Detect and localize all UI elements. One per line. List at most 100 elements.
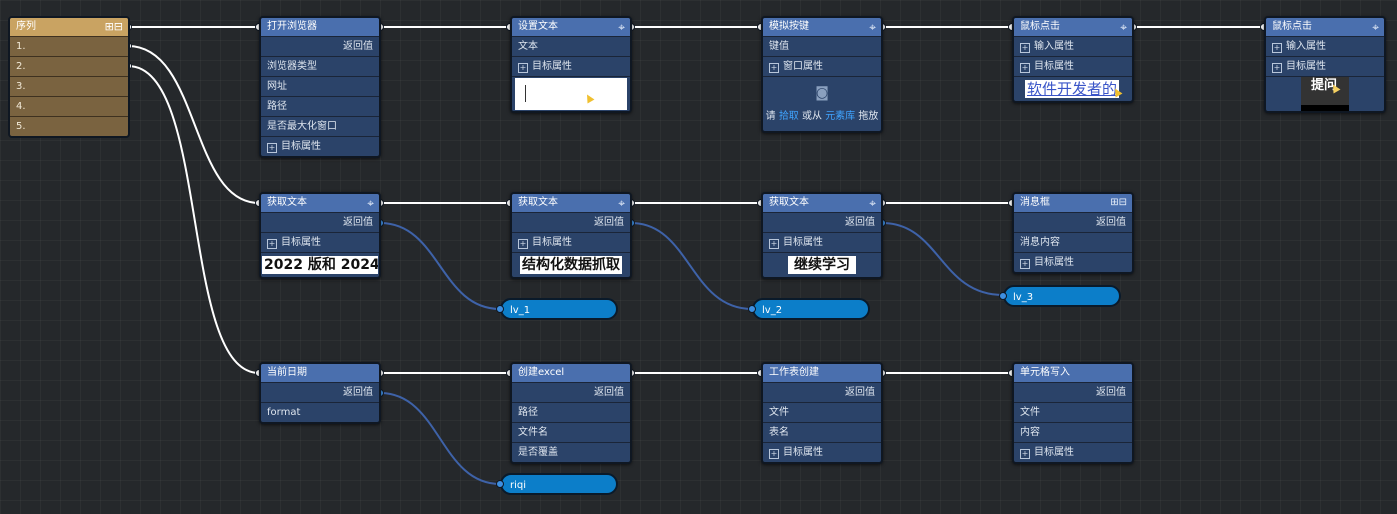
expand-icon[interactable]: + (1020, 63, 1030, 73)
param-row[interactable]: 浏览器类型 (261, 56, 379, 76)
target-attr-row[interactable]: +目标属性 (512, 56, 630, 76)
target-attr-label: 目标属性 (532, 237, 572, 248)
preview-text: 提问 (1310, 78, 1337, 93)
element-library-link[interactable]: 元素库 (825, 111, 856, 122)
node-header[interactable]: 获取文本⌖ (763, 194, 881, 212)
node-header[interactable]: 获取文本⌖ (261, 194, 379, 212)
param-row[interactable]: 路径 (261, 96, 379, 116)
target-attr-row[interactable]: +目标属性 (261, 232, 379, 252)
target-attr-row[interactable]: + 目标属性 (1014, 56, 1132, 76)
expand-icon[interactable]: + (769, 449, 779, 459)
mouse-click-node[interactable]: 鼠标点击⌖ +输入属性 +目标属性 软件开发者的 (1012, 16, 1134, 103)
param-row[interactable]: 网址 (261, 76, 379, 96)
sequence-item[interactable]: 4. (10, 96, 128, 116)
crosshair-icon[interactable]: ⌖ (618, 20, 625, 34)
param-row[interactable]: 内容 (1014, 422, 1132, 442)
param-row[interactable]: 文件 (1014, 402, 1132, 422)
node-header[interactable]: 工作表创建 (763, 364, 881, 382)
crosshair-icon[interactable]: ⌖ (1372, 20, 1379, 34)
param-row[interactable]: 文本 (512, 36, 630, 56)
target-attr-row[interactable]: +目标属性 (763, 232, 881, 252)
crosshair-icon[interactable]: ⌖ (869, 196, 876, 210)
sequence-item[interactable]: 5. (10, 116, 128, 136)
expand-icon[interactable]: + (518, 63, 528, 73)
node-header[interactable]: 鼠标点击⌖ (1266, 18, 1384, 36)
expand-icon[interactable]: + (1020, 449, 1030, 459)
param-row[interactable]: 消息内容 (1014, 232, 1132, 252)
pick-link[interactable]: 拾取 (778, 111, 799, 122)
input-attr-label: 输入属性 (1286, 41, 1326, 52)
target-attr-row[interactable]: +目标属性 (1266, 56, 1384, 76)
expand-icon[interactable]: + (1020, 43, 1030, 53)
node-title: 单元格写入 (1020, 367, 1070, 378)
open-browser-node[interactable]: 打开浏览器 返回值 浏览器类型 网址 路径 是否最大化窗口 +目标属性 (259, 16, 381, 158)
param-row[interactable]: 是否最大化窗口 (261, 116, 379, 136)
message-box-node[interactable]: 消息框⊞⊟ 返回值 消息内容 +目标属性 (1012, 192, 1134, 274)
variable-lv-1[interactable]: lv_1 (500, 298, 618, 320)
target-attr-label: 目标属性 (1034, 61, 1074, 72)
target-attr-row[interactable]: + 目标属性 (512, 232, 630, 252)
node-header[interactable]: 消息框⊞⊟ (1014, 194, 1132, 212)
sequence-node[interactable]: 序列 ⊞⊟ 1. 2. 3. 4. 5. (8, 16, 130, 138)
create-excel-node[interactable]: 创建excel 返回值 路径 文件名 是否覆盖 (510, 362, 632, 464)
node-header[interactable]: 单元格写入 (1014, 364, 1132, 382)
expand-icon[interactable]: + (267, 239, 277, 249)
node-header[interactable]: 获取文本⌖ (512, 194, 630, 212)
expand-icon[interactable]: + (1020, 259, 1030, 269)
crosshair-icon[interactable]: ⌖ (1120, 20, 1127, 34)
node-header[interactable]: 模拟按键⌖ (763, 18, 881, 36)
param-row[interactable]: 是否覆盖 (512, 442, 630, 462)
target-attr-row[interactable]: +目标属性 (763, 442, 881, 462)
target-attr-row[interactable]: +目标属性 (1014, 442, 1132, 462)
cell-write-node[interactable]: 单元格写入 返回值 文件 内容 +目标属性 (1012, 362, 1134, 464)
variable-lv-3[interactable]: lv_3 (1003, 285, 1121, 307)
data-wire (379, 392, 501, 485)
param-row[interactable]: 键值 (763, 36, 881, 56)
target-attr-row[interactable]: +目标属性 (1014, 252, 1132, 272)
return-value-row: 返回值 (261, 382, 379, 402)
get-text-node[interactable]: 获取文本⌖ 返回值 +目标属性 继续学习 (761, 192, 883, 279)
expand-icon[interactable]: + (267, 143, 277, 153)
crosshair-icon[interactable]: ⌖ (367, 196, 374, 210)
param-row[interactable]: format (261, 402, 379, 422)
expand-icon[interactable]: + (769, 63, 779, 73)
expand-icon[interactable]: + (769, 239, 779, 249)
param-row[interactable]: 文件名 (512, 422, 630, 442)
set-text-node[interactable]: 设置文本⌖ 文本 +目标属性 (510, 16, 632, 113)
current-date-node[interactable]: 当前日期 返回值 format (259, 362, 381, 424)
camera-icon[interactable]: ◙ (815, 85, 829, 101)
crosshair-icon[interactable]: ⌖ (869, 20, 876, 34)
sequence-item[interactable]: 1. (10, 36, 128, 56)
sequence-item[interactable]: 2. (10, 56, 128, 76)
mouse-click-node[interactable]: 鼠标点击⌖ + 输入属性 +目标属性 提问 (1264, 16, 1386, 113)
create-sheet-node[interactable]: 工作表创建 返回值 文件 表名 +目标属性 (761, 362, 883, 464)
node-title: 创建excel (518, 367, 565, 378)
input-attr-row[interactable]: +输入属性 (1014, 36, 1132, 56)
return-value-row: 返回值 (261, 36, 379, 56)
node-header[interactable]: 设置文本⌖ (512, 18, 630, 36)
expand-collapse-icon[interactable]: ⊞⊟ (104, 20, 123, 33)
node-header[interactable]: 鼠标点击⌖ (1014, 18, 1132, 36)
get-text-node[interactable]: 获取文本⌖ 返回值 +目标属性 2022 版和 2024 (259, 192, 381, 279)
node-header[interactable]: 创建excel (512, 364, 630, 382)
expand-icon[interactable]: + (1272, 63, 1282, 73)
param-row[interactable]: 表名 (763, 422, 881, 442)
variable-riqi[interactable]: riqi (500, 473, 618, 495)
node-header[interactable]: 当前日期 (261, 364, 379, 382)
window-attr-row[interactable]: +窗口属性 (763, 56, 881, 76)
target-attr-row[interactable]: +目标属性 (261, 136, 379, 156)
param-row[interactable]: 路径 (512, 402, 630, 422)
sequence-header[interactable]: 序列 ⊞⊟ (10, 18, 128, 36)
expand-collapse-icon[interactable]: ⊞⊟ (1110, 197, 1127, 208)
node-header[interactable]: 打开浏览器 (261, 18, 379, 36)
sequence-item[interactable]: 3. (10, 76, 128, 96)
expand-icon[interactable]: + (1272, 43, 1282, 53)
variable-lv-2[interactable]: lv_2 (752, 298, 870, 320)
param-row[interactable]: 文件 (763, 402, 881, 422)
expand-icon[interactable]: + (518, 239, 528, 249)
input-attr-row[interactable]: + 输入属性 (1266, 36, 1384, 56)
simulate-key-node[interactable]: 模拟按键⌖ 键值 +窗口属性 ◙ 请 拾取 或从 元素库 拖放 (761, 16, 883, 133)
get-text-node[interactable]: 获取文本⌖ 返回值 +目标属性 结构化数据抓取 (510, 192, 632, 279)
crosshair-icon[interactable]: ⌖ (618, 196, 625, 210)
element-picker[interactable]: ◙ 请 拾取 或从 元素库 拖放 (763, 76, 881, 131)
